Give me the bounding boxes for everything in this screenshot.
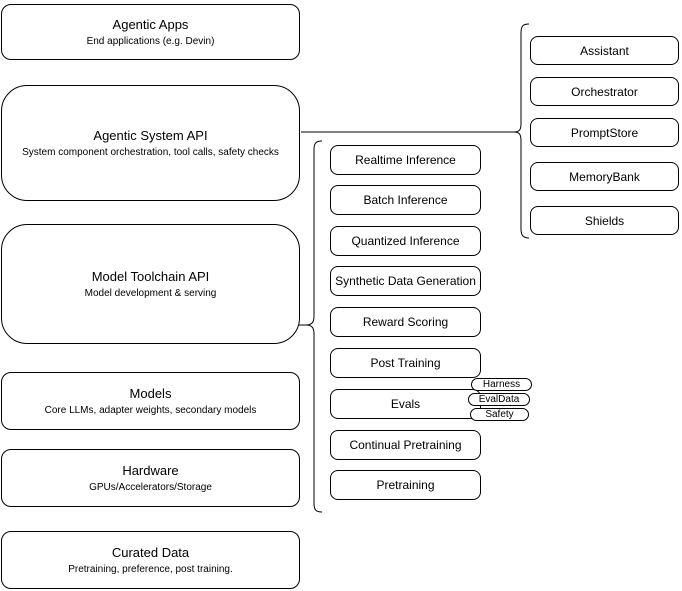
node-orchestrator: Orchestrator <box>530 77 679 106</box>
layer-subtitle: System component orchestration, tool cal… <box>22 146 279 158</box>
layer-subtitle: Pretraining, preference, post training. <box>68 563 233 575</box>
layer-models: Models Core LLMs, adapter weights, secon… <box>1 372 300 430</box>
node-memorybank: MemoryBank <box>530 162 679 191</box>
node-synthetic-data-generation: Synthetic Data Generation <box>330 266 481 296</box>
layer-title: Model Toolchain API <box>91 268 210 284</box>
layer-curated-data: Curated Data Pretraining, preference, po… <box>1 531 300 589</box>
layer-title: Agentic System API <box>93 127 208 143</box>
layer-subtitle: Model development & serving <box>84 287 217 299</box>
tag-evaldata: EvalData <box>468 393 530 406</box>
tag-harness: Harness <box>471 378 532 391</box>
node-assistant: Assistant <box>530 36 679 65</box>
node-quantized-inference: Quantized Inference <box>330 226 481 256</box>
layer-hardware: Hardware GPUs/Accelerators/Storage <box>1 449 300 507</box>
toolchain-components-brace <box>305 140 323 513</box>
layer-agentic-apps: Agentic Apps End applications (e.g. Devi… <box>1 4 300 60</box>
node-reward-scoring: Reward Scoring <box>330 307 481 337</box>
node-shields: Shields <box>530 206 679 235</box>
node-promptstore: PromptStore <box>530 118 679 147</box>
node-continual-pretraining: Continual Pretraining <box>330 430 481 460</box>
layer-title: Curated Data <box>111 544 190 560</box>
layer-subtitle: Core LLMs, adapter weights, secondary mo… <box>44 404 257 416</box>
layer-title: Agentic Apps <box>112 16 189 32</box>
layer-subtitle: GPUs/Accelerators/Storage <box>89 481 212 493</box>
tag-safety: Safety <box>470 408 529 421</box>
node-evals: Evals <box>330 389 481 419</box>
layer-subtitle: End applications (e.g. Devin) <box>86 35 215 47</box>
node-realtime-inference: Realtime Inference <box>330 145 481 175</box>
layer-agentic-system-api: Agentic System API System component orch… <box>1 85 300 201</box>
node-batch-inference: Batch Inference <box>330 185 481 215</box>
layer-model-toolchain-api: Model Toolchain API Model development & … <box>1 224 300 344</box>
system-components-brace <box>513 23 530 239</box>
node-post-training: Post Training <box>330 348 481 378</box>
layer-title: Models <box>129 385 172 401</box>
node-pretraining: Pretraining <box>330 470 481 500</box>
layer-title: Hardware <box>122 462 179 478</box>
